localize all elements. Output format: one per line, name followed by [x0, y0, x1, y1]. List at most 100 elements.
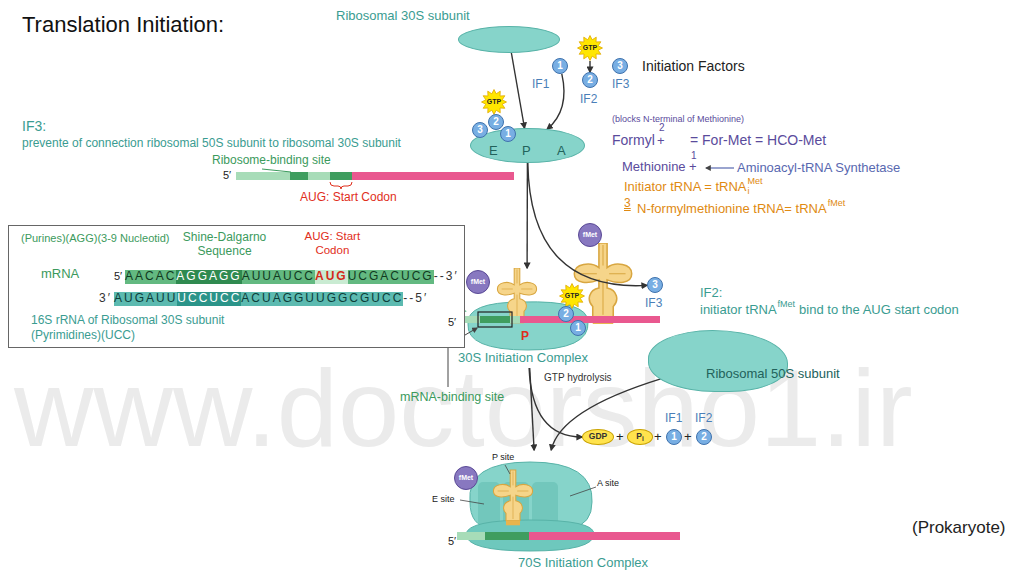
fmet-circle: fMet: [466, 270, 490, 294]
label-text: Initiation Factors: [642, 58, 745, 74]
factor-circle: 1: [552, 58, 568, 74]
mrna-coding: [352, 172, 514, 180]
binding-box: [478, 312, 512, 327]
sequence-segment: --5′: [403, 292, 428, 306]
node-text: P: [636, 432, 642, 442]
node-text: GTP: [565, 292, 579, 300]
label-text: IF2: [580, 93, 597, 107]
factor-circle: 3: [647, 277, 663, 293]
factor-circle: 2: [558, 306, 574, 322]
label-text: +: [689, 160, 697, 175]
label-text: IF3: [645, 297, 662, 311]
phosphate-oval: Pi: [627, 429, 653, 445]
label-text: IF2: [695, 412, 712, 426]
label-text: +: [657, 134, 665, 149]
node-text: Ribosomal 50S subunit: [706, 367, 840, 382]
label-text: Initiator tRNA = tRNA: [624, 180, 746, 195]
label-text: mRNA-binding site: [400, 390, 504, 404]
inset-box: mRNA5′AACACAGGAGGAUUAUCCAUGUCGACUCG--3′3…: [8, 225, 465, 348]
label-text: IF2:: [700, 286, 722, 301]
fmet-circle: fMet: [578, 223, 602, 247]
node-text: E: [489, 144, 498, 159]
label-text: IF1: [532, 78, 549, 92]
brace: [330, 182, 352, 189]
node-text: P site: [492, 452, 514, 462]
mrna-binding: [485, 532, 505, 540]
inset-text: Shine-Dalgarno Sequence: [175, 230, 275, 258]
mrna-strand: [236, 172, 290, 180]
sequence-label: mRNA: [41, 267, 79, 282]
fmet-circle: fMet: [454, 466, 478, 490]
node-text: fMet: [471, 278, 485, 286]
label-text: 5′: [448, 316, 456, 329]
factor-circle: 1: [500, 126, 516, 142]
node-text: fMet: [459, 474, 473, 482]
phosphate-oval: GDP: [582, 429, 614, 445]
inset-text: AUG: Start Codon: [297, 229, 367, 257]
node-text: 1: [671, 431, 677, 443]
sequence-segment: AGGAGG: [176, 270, 241, 284]
node-text: P: [522, 144, 531, 159]
sequence-segment: UCGACUCG: [348, 270, 434, 284]
label-text: 2: [659, 122, 665, 134]
gtp-star: GTP: [481, 89, 507, 115]
synthetase-arrow: [706, 167, 734, 168]
label-text: bind to the AUG start codon: [799, 303, 959, 318]
sequence-segment: ACUAGGUUGGCGUCC: [241, 292, 403, 306]
ribosome-subunit: Ribosomal 30S subunit: [458, 26, 560, 53]
leader-line: [460, 465, 596, 504]
mrna-binding: [480, 316, 510, 323]
ribosome-binding-site: [290, 172, 308, 180]
label-text: AUG: Start Codon: [300, 191, 397, 205]
trna-bound: [493, 470, 532, 525]
trna-bound: [497, 268, 536, 323]
factor-circle: 3: [612, 58, 628, 74]
mrna-strand: [308, 172, 330, 180]
gtp-star: GTP: [559, 283, 585, 309]
sequence-segment: AUGAUU: [114, 292, 177, 306]
star-burst: [482, 90, 507, 115]
label-text: = For-Met = HCO-Met: [690, 132, 826, 148]
factor-circle: 2: [582, 72, 598, 88]
label-text: IF3:: [22, 118, 46, 134]
node-text: 3: [477, 124, 483, 136]
sequence-segment: 3′: [99, 292, 114, 306]
connector: [551, 379, 661, 450]
mrna-strand: [457, 532, 485, 540]
node-text: 2: [493, 116, 499, 128]
node-text: 3: [652, 279, 658, 291]
leader-line: [262, 169, 291, 172]
label-text: Met: [747, 176, 762, 186]
label-text: i: [747, 186, 749, 196]
node-text: 3: [617, 60, 623, 72]
connector: [547, 74, 564, 129]
node-text: P: [521, 330, 529, 344]
star-burst: [560, 284, 585, 309]
label-text: prevente of connection ribosomal 50S sub…: [22, 137, 401, 151]
factor-circle: 3: [472, 122, 488, 138]
node-text: 1: [557, 60, 563, 72]
node-text: GTP: [583, 44, 597, 52]
start-codon: [505, 532, 529, 540]
end-label: 5′: [114, 270, 122, 283]
label-text: 5′: [223, 169, 231, 182]
node-text: GDP: [589, 432, 607, 442]
node-text: 2: [563, 308, 569, 320]
label-text: initiator tRNA: [700, 303, 777, 318]
node-text: A site: [597, 478, 619, 488]
node-text: 1: [575, 322, 581, 334]
node-text: GTP: [487, 98, 501, 106]
ribosome-30s: [468, 302, 588, 350]
ribosome-subunit: Ribosomal 50S subunit: [648, 330, 788, 392]
inset-text: 16S rRNA of Ribosomal 30S subunit (Pyrim…: [31, 313, 267, 343]
node-text: i: [642, 435, 644, 442]
sequence-segment: UCCUCC: [177, 292, 241, 306]
edge-label: GTP hydrolysis: [542, 372, 614, 384]
rrna-sequence: 3′AUGAUUUCCUCCACUAGGUUGGCGUCC--5′: [99, 292, 428, 306]
label-text: Methionine: [622, 160, 686, 175]
star-burst: [578, 36, 603, 61]
label-text: +: [684, 430, 692, 445]
label-text: Aminoacyl-tRNA Synthetase: [737, 161, 900, 176]
node-text: 70S Initiation Complex: [518, 556, 648, 571]
